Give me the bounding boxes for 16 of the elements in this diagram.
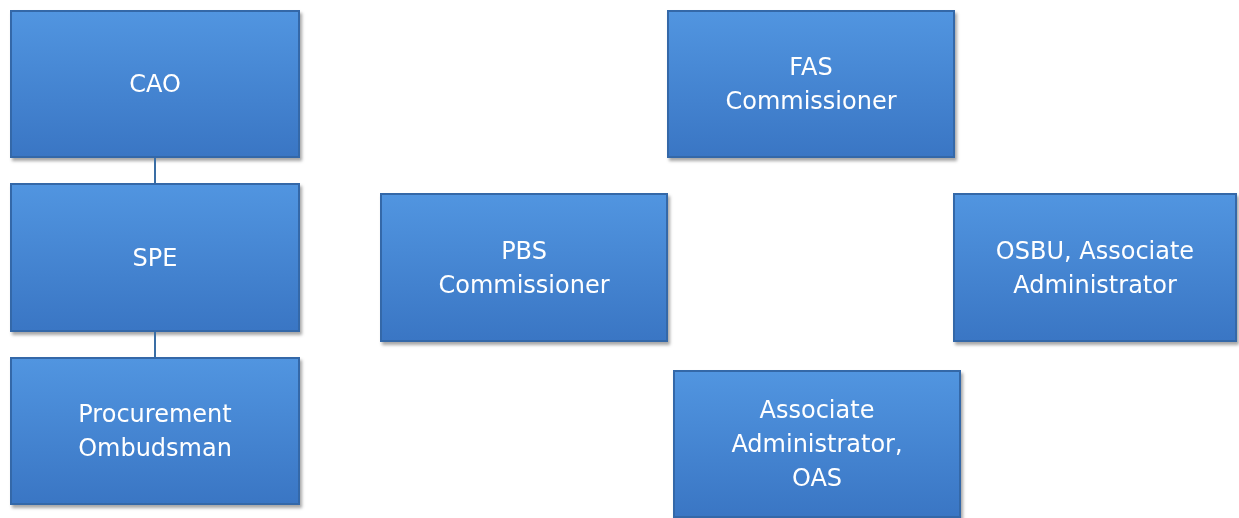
box-label: SPE xyxy=(132,242,178,274)
org-box xyxy=(667,10,955,158)
connector-line xyxy=(154,157,156,184)
box-label: Associate Administrator, OAS xyxy=(730,395,904,494)
org-box xyxy=(673,370,961,518)
org-box xyxy=(380,193,668,342)
box-label: OSBU, Associate Administrator xyxy=(995,235,1195,301)
connector-line xyxy=(154,331,156,358)
org-box xyxy=(10,357,300,505)
box-label: Procurement Ombudsman xyxy=(77,399,233,464)
box-label: PBS Commissioner xyxy=(437,235,611,301)
box-label: FAS Commissioner xyxy=(724,52,898,117)
box-label: CAO xyxy=(129,69,181,100)
org-box xyxy=(953,193,1237,342)
org-box xyxy=(10,183,300,332)
org-box xyxy=(10,10,300,158)
